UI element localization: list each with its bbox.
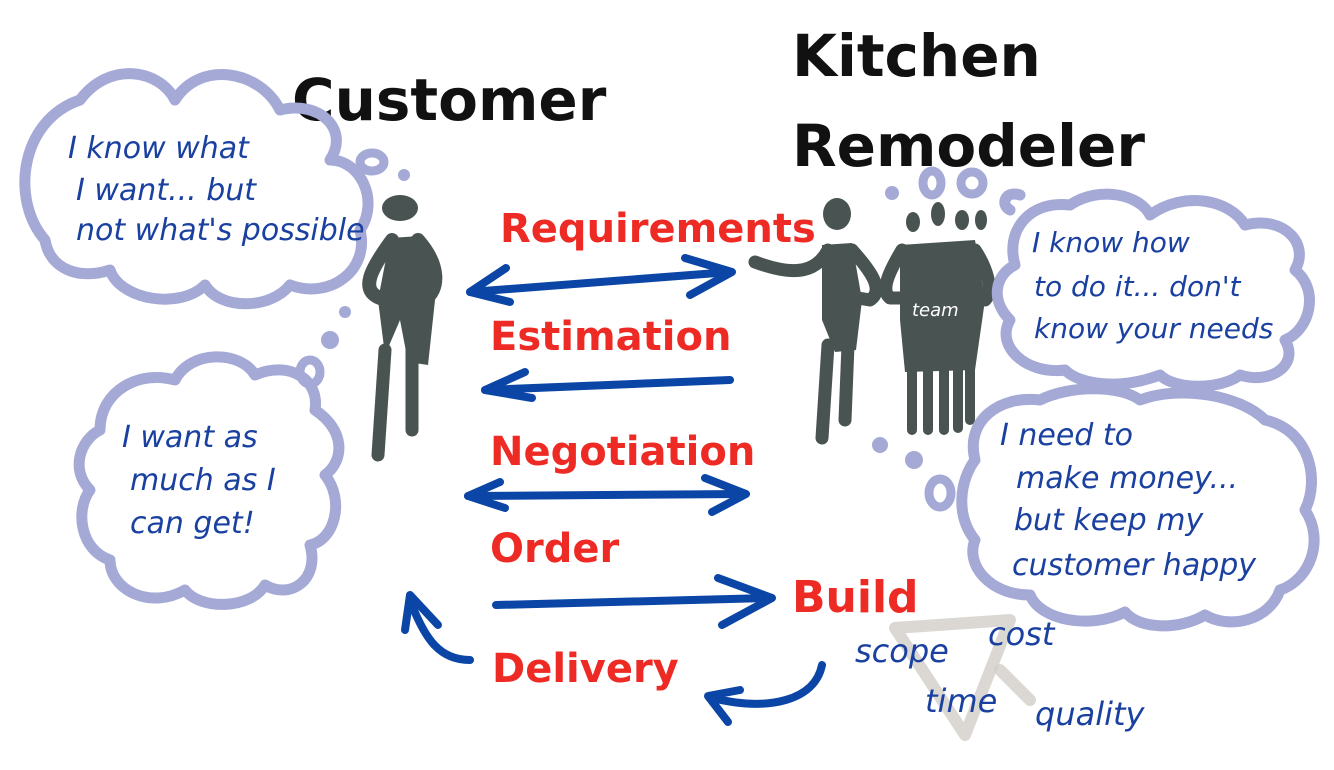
thought-line: can get! <box>130 506 255 541</box>
thought-line: I know what <box>68 131 250 166</box>
arrow-shaft <box>466 268 734 296</box>
figure-torso <box>822 243 862 352</box>
thought-cloud-remodeler-top: I know how to do it... don't know your n… <box>991 188 1315 392</box>
thought-cloud-remodeler-bottom: I need to make money... but keep my cust… <box>956 383 1320 632</box>
arrow-head-right <box>701 474 750 516</box>
thought-line: but keep my <box>1014 503 1204 538</box>
remodeler-title-line1: Kitchen <box>792 22 1041 90</box>
cloud-outline <box>19 68 374 310</box>
customer-figure <box>362 195 443 462</box>
constraint-quality: quality <box>1035 695 1146 733</box>
arrow-shaft <box>481 376 734 394</box>
arrow-head-left <box>481 368 536 402</box>
cloud-outline <box>991 188 1315 392</box>
arrow-head-left <box>464 478 509 512</box>
cloud-curl <box>999 188 1026 216</box>
figure-leg <box>815 338 835 445</box>
step-label-requirements: Requirements <box>500 206 816 252</box>
triangle-outline <box>889 614 1016 741</box>
arrow-order <box>492 574 776 629</box>
thought-line: not what's possible <box>76 213 365 248</box>
thought-bubble-dot <box>355 148 389 176</box>
figure-arm <box>403 233 443 307</box>
remodeler-figure <box>748 198 883 445</box>
arrow-shaft <box>406 596 474 664</box>
cloud-outline <box>956 383 1320 632</box>
constraints-triangle: scope cost time quality <box>855 614 1146 741</box>
triangle-mark <box>994 664 1036 706</box>
thought-bubble-dot <box>918 166 946 200</box>
arrow-shaft <box>492 594 774 609</box>
constraint-time: time <box>925 682 997 720</box>
thought-line: I want as <box>122 420 258 455</box>
arrow-build-to-delivery <box>704 661 826 726</box>
figure-leg <box>371 343 392 462</box>
arrow-head-right <box>714 574 776 629</box>
figure-arm <box>845 243 883 307</box>
thought-line: customer happy <box>1012 548 1257 583</box>
thought-cloud-customer-bottom: I want as much as I can get! <box>73 351 345 610</box>
thought-bubble-dot <box>398 169 410 181</box>
figure-arm-pointing <box>748 243 835 278</box>
thought-line: I want... but <box>76 173 257 208</box>
thought-line: I need to <box>1000 418 1133 453</box>
thought-bubble-dot <box>885 186 899 200</box>
thought-bubble-dot <box>924 474 956 512</box>
step-label-delivery: Delivery <box>492 646 679 692</box>
team-arm <box>968 243 996 307</box>
customer-title: Customer <box>292 66 607 134</box>
team-head <box>931 202 945 226</box>
thought-line: much as I <box>130 463 276 498</box>
thought-bubble-dot <box>321 331 339 349</box>
arrow-head-left <box>466 264 514 306</box>
team-head <box>906 212 920 232</box>
thought-text: I know what I want... but not what's pos… <box>68 131 365 248</box>
figure-head <box>823 198 851 230</box>
figure-leg <box>838 338 855 427</box>
thought-text: I want as much as I can get! <box>122 420 285 541</box>
thought-bubble-dot <box>872 437 888 453</box>
cloud-outline <box>73 351 345 610</box>
team-figure: team <box>879 202 996 435</box>
step-label-negotiation: Negotiation <box>490 429 755 475</box>
thought-line: make money... <box>1016 461 1238 496</box>
thought-text: I need to make money... but keep my cust… <box>1000 418 1257 583</box>
thought-bubble-dot <box>956 167 988 199</box>
arrow-shaft <box>464 490 749 500</box>
thought-line: I know how <box>1032 226 1190 259</box>
arrow-head <box>401 591 442 634</box>
arrow-head <box>704 686 744 726</box>
constraint-scope: scope <box>855 632 949 670</box>
team-head <box>975 210 987 230</box>
figure-head <box>382 195 418 221</box>
thought-cloud-customer-top: I know what I want... but not what's pos… <box>19 68 374 310</box>
constraint-cost: cost <box>988 615 1056 653</box>
figure-arm <box>362 233 403 305</box>
thought-line: know your needs <box>1034 312 1273 345</box>
team-head <box>955 210 969 230</box>
thought-bubble-dot <box>905 451 923 469</box>
arrow-delivery-to-customer <box>401 591 474 664</box>
team-arm <box>879 243 912 305</box>
arrow-requirements <box>466 254 736 306</box>
team-label: team <box>912 300 959 321</box>
step-label-order: Order <box>490 526 619 572</box>
thought-text: I know how to do it... don't know your n… <box>1032 226 1273 345</box>
step-label-build: Build <box>792 572 919 623</box>
team-torso <box>900 240 985 372</box>
arrow-shaft <box>708 661 826 708</box>
arrow-negotiation <box>464 474 750 516</box>
step-label-estimation: Estimation <box>490 314 731 360</box>
thought-bubble-dot <box>339 306 351 318</box>
thought-line: to do it... don't <box>1034 270 1242 303</box>
arrow-estimation <box>481 368 734 402</box>
arrow-head-right <box>681 254 736 299</box>
